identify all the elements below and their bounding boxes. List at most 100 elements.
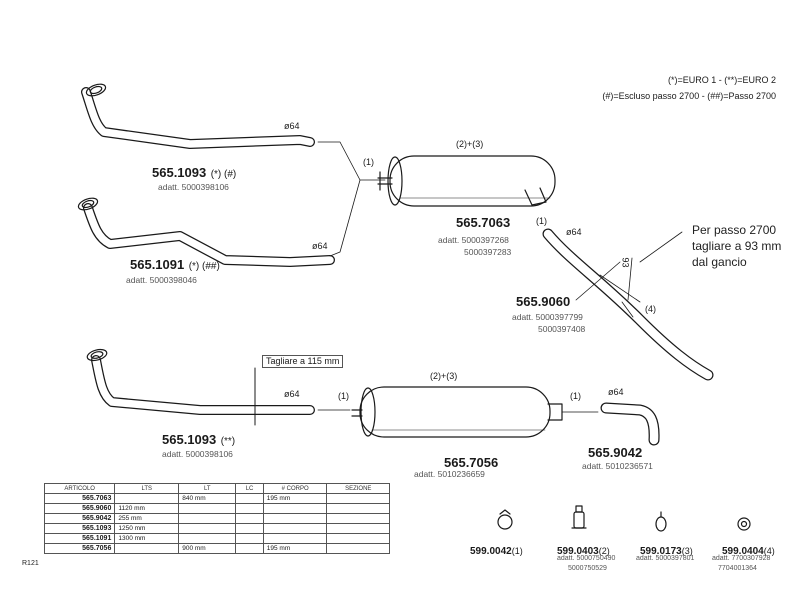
table-cell: 565.7056 xyxy=(43,543,116,554)
column-header: LT xyxy=(178,483,237,494)
table-cell: 1300 mm xyxy=(114,533,180,544)
table-cell: 565.1093 xyxy=(43,523,116,534)
accessory-suffix: (4) xyxy=(763,546,775,556)
page-ref: R121 xyxy=(22,560,39,567)
part-code: 565.1091 xyxy=(130,257,185,272)
spec-table: ARTICOLO LTS LT LC # CORPO SEZIONE 565.7… xyxy=(43,483,390,554)
part-suffix: (*) (##) xyxy=(188,261,220,272)
pipe-565-1091 xyxy=(77,197,335,267)
table-cell: 195 mm xyxy=(262,493,328,504)
accessory-suffix: (2) xyxy=(598,546,610,556)
part-code: 565.1093 xyxy=(162,432,217,447)
muffler-565-7056 xyxy=(351,386,563,438)
legend-euro: (*)=EURO 1 - (**)=EURO 2 xyxy=(667,75,776,85)
part-adatt: adatt. 5000398106 xyxy=(162,449,233,459)
accessory-suffix: (3) xyxy=(681,546,693,556)
table-cell xyxy=(114,543,180,554)
table-row: 565.9060 1120 mm xyxy=(43,503,390,514)
table-cell xyxy=(178,503,237,514)
column-header: ARTICOLO xyxy=(43,483,116,494)
part-565-1093-euro2: 565.1093 (**) xyxy=(162,432,235,448)
legend-passo: (#)=Escluso passo 2700 - (##)=Passo 2700 xyxy=(602,91,776,101)
mount-icon xyxy=(571,505,587,529)
part-adatt: adatt. 5000398106 xyxy=(158,182,229,192)
table-cell xyxy=(235,493,264,504)
accessory-599-0404: 599.0404(4) xyxy=(722,542,775,558)
cut-note-line2: tagliare a 93 mm xyxy=(692,239,782,253)
accessory-599-0403: 599.0403(2) xyxy=(557,542,610,558)
callout-1: (1) xyxy=(536,216,547,226)
part-adatt: adatt. 5010236659 xyxy=(414,469,485,479)
part-adatt: adatt. 5000397268 xyxy=(438,235,509,245)
part-adatt: adatt. 5000397799 xyxy=(512,312,583,322)
diameter-label: ø64 xyxy=(312,241,328,251)
table-cell xyxy=(235,533,264,544)
part-565-1091: 565.1091 (*) (##) xyxy=(130,257,220,273)
accessory-adatt: adatt. 7700307928 xyxy=(712,555,771,562)
part-565-1093-euro1: 565.1093 (*) (#) xyxy=(152,165,236,181)
cut-note-line1: Per passo 2700 xyxy=(692,223,777,237)
diameter-label: ø64 xyxy=(284,389,300,399)
table-cell: 840 mm xyxy=(178,493,237,504)
table-cell xyxy=(326,503,390,514)
table-cell: 565.9060 xyxy=(43,503,116,514)
table-cell: 195 mm xyxy=(262,543,328,554)
table-cell xyxy=(114,493,180,504)
callout-1: (1) xyxy=(363,157,374,167)
part-suffix: (**) xyxy=(220,436,236,447)
callout-1: (1) xyxy=(338,391,349,401)
table-row: 565.9042 255 mm xyxy=(43,513,390,524)
table-cell: 565.7063 xyxy=(43,493,116,504)
accessory-adatt: 7704001364 xyxy=(718,565,757,572)
assembly-label: (2)+(3) xyxy=(430,371,458,381)
part-adatt: 5000397408 xyxy=(538,324,586,334)
pipe-565-1093-euro2 xyxy=(86,348,315,426)
table-cell xyxy=(326,523,390,534)
table-cell xyxy=(235,543,264,554)
accessory-code: 599.0403 xyxy=(557,546,599,557)
ring-icon xyxy=(655,511,667,532)
part-565-7056: 565.7056 xyxy=(444,455,499,470)
table-cell xyxy=(178,533,237,544)
callout-4: (4) xyxy=(645,304,656,314)
table-cell xyxy=(326,543,390,554)
part-suffix: (*) (#) xyxy=(210,169,237,180)
part-565-7063: 565.7063 xyxy=(456,215,511,230)
table-row: 565.7056 900 mm 195 mm xyxy=(43,543,390,554)
table-cell xyxy=(262,533,328,544)
table-cell xyxy=(178,523,237,534)
callout-1: (1) xyxy=(570,391,581,401)
column-header: # CORPO xyxy=(262,483,328,494)
elbow-565-9042 xyxy=(600,402,660,446)
part-adatt: 5000397283 xyxy=(464,247,512,257)
table-cell: 900 mm xyxy=(178,543,237,554)
table-cell xyxy=(178,513,237,524)
cut-label: Tagliare a 115 mm xyxy=(262,355,344,368)
column-header: LC xyxy=(235,483,264,494)
table-row: 565.1091 1300 mm xyxy=(43,533,390,544)
column-header: LTS xyxy=(114,483,180,494)
table-cell: 255 mm xyxy=(114,513,180,524)
table-cell: 1120 mm xyxy=(114,503,180,514)
accessory-code: 599.0404 xyxy=(722,546,764,557)
table-cell: 1250 mm xyxy=(114,523,180,534)
muffler-565-7063 xyxy=(377,155,556,207)
part-adatt: adatt. 5000398046 xyxy=(126,275,197,285)
table-cell xyxy=(262,513,328,524)
accessory-adatt: adatt. 5000397801 xyxy=(636,555,695,562)
accessory-adatt: 5000750529 xyxy=(568,565,607,572)
table-cell xyxy=(262,503,328,514)
part-adatt: adatt. 5010236571 xyxy=(582,461,653,471)
accessory-599-0173: 599.0173(3) xyxy=(640,542,693,558)
table-cell xyxy=(235,513,264,524)
diameter-label: ø64 xyxy=(284,121,300,131)
accessory-adatt: adatt. 5000750490 xyxy=(557,555,616,562)
diameter-label: ø64 xyxy=(608,387,624,397)
diameter-label: ø64 xyxy=(566,227,582,237)
accessory-suffix: (1) xyxy=(511,546,523,556)
dimension-label: 93 xyxy=(620,257,631,268)
table-row: 565.1093 1250 mm xyxy=(43,523,390,534)
assembly-label: (2)+(3) xyxy=(456,139,484,149)
accessory-599-0042: 599.0042(1) xyxy=(470,542,523,558)
